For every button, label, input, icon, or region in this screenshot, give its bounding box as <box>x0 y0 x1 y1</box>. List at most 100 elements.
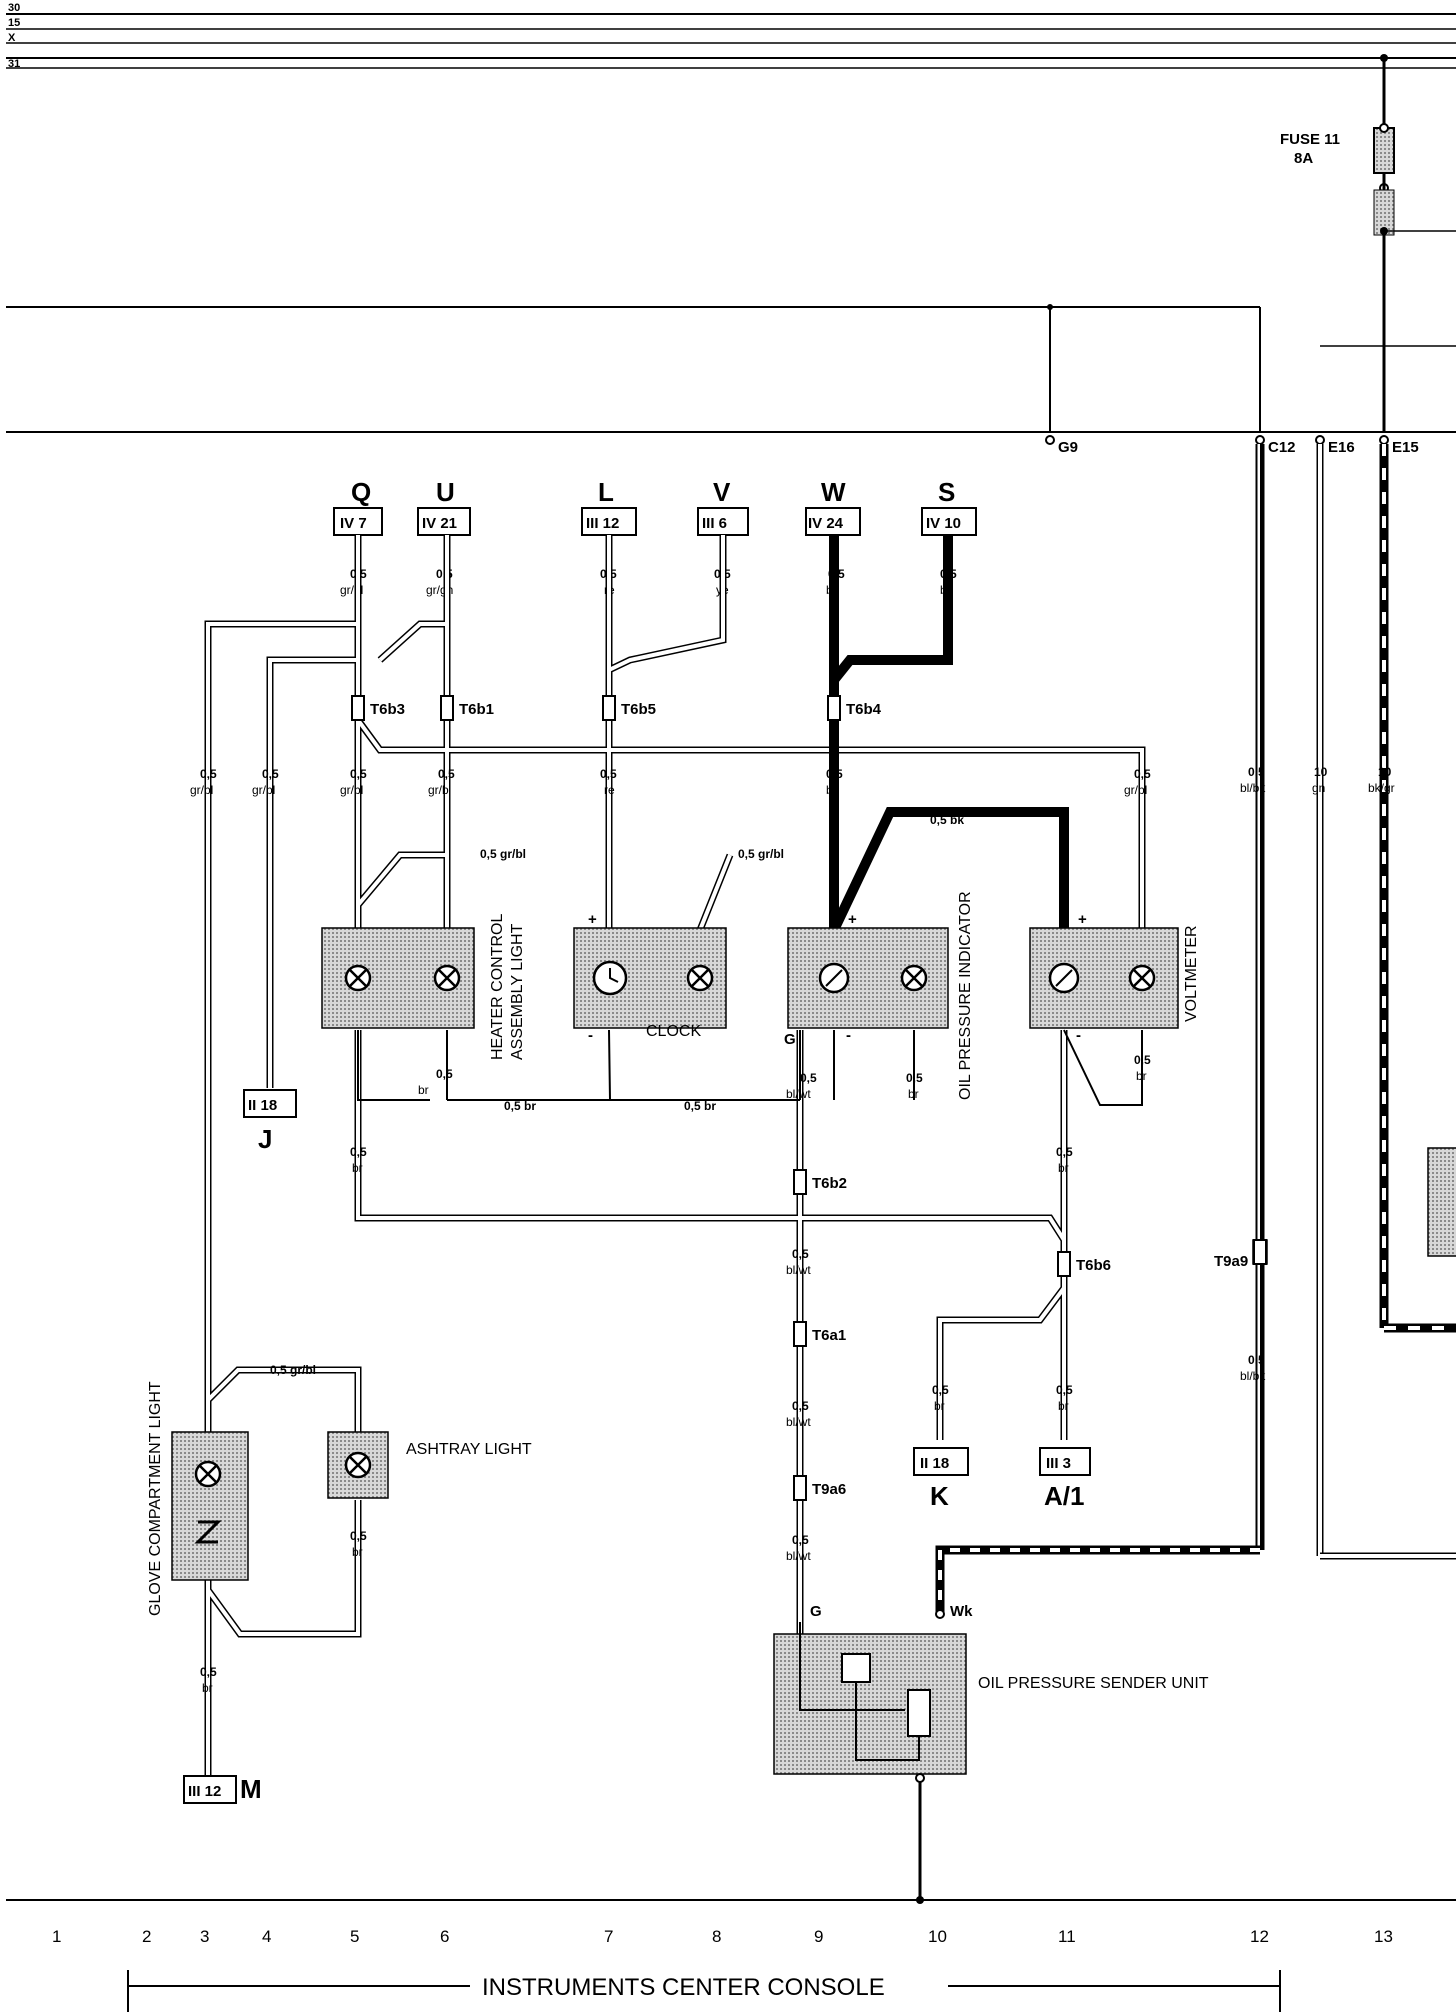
wire-b3-color: br <box>908 1087 919 1101</box>
wire-w5-size: 0,5 <box>600 767 617 781</box>
conn-m-box: III 12 <box>188 1783 221 1800</box>
wire-c12-size: 0,5 <box>1248 765 1265 779</box>
col-5: 5 <box>350 1927 359 1946</box>
volt-minus: - <box>1076 1027 1081 1044</box>
wire-w4-color: gr/bl <box>428 783 451 797</box>
conn-v-letter: V <box>713 477 731 507</box>
wire-b12-color: br <box>1058 1161 1069 1175</box>
wire-w5-color: re <box>604 783 615 797</box>
pin-labels: + - + - G + - G Wk <box>588 911 1087 1620</box>
wire-b6: 0,5 br <box>684 1099 716 1113</box>
voltmeter-label: VOLTMETER <box>1183 925 1200 1022</box>
wire-e15-color: bk/gr <box>1368 781 1395 795</box>
fuse-11: FUSE 11 8A <box>1280 54 1456 432</box>
component-labels: HEATER CONTROL ASSEMBLY LIGHT CLOCK OIL … <box>147 891 1209 1692</box>
wire-e16-size: 10 <box>1314 765 1328 779</box>
wire-w7-color: gr/bl <box>1124 783 1147 797</box>
wire-b8-size: 0,5 <box>1134 1053 1151 1067</box>
glove-compartment-box <box>171 1431 249 1581</box>
conn-q-box: IV 7 <box>340 515 367 532</box>
right-wires: 0,5 bl/bk 10 gn 10 bk/gr T9a9 0,5 bl/bk <box>935 444 1456 1619</box>
wire-w3-size: 0,5 <box>350 767 367 781</box>
wire-w1-size: 0,5 <box>200 767 217 781</box>
footer-title: INSTRUMENTS CENTER CONSOLE <box>482 1974 885 2001</box>
conn-w-letter: W <box>821 477 846 507</box>
conn-m-letter: M <box>240 1774 262 1804</box>
sender-g: G <box>810 1603 822 1620</box>
col-2: 2 <box>142 1927 151 1946</box>
conn-l-letter: L <box>598 477 614 507</box>
conn-w-box: IV 24 <box>808 515 844 532</box>
rail-15-label: 15 <box>8 17 20 29</box>
conn-j-letter: J <box>258 1124 272 1154</box>
wire-h2: 0,5 gr/bl <box>738 847 784 861</box>
wire-w2-size: 0,5 <box>262 767 279 781</box>
wire-a1-size: 0,5 <box>1056 1383 1073 1397</box>
wire-w6-color: bk <box>826 783 840 797</box>
conn-v-box: III 6 <box>702 515 727 532</box>
oil-minus: - <box>846 1027 851 1044</box>
main-wiring <box>204 535 1146 1780</box>
conn-k-box: II 18 <box>920 1455 949 1472</box>
terminal-t9a6: T9a6 <box>812 1481 846 1498</box>
wire-b7-size: 0,5 <box>436 1067 453 1081</box>
wire-b8-color: br <box>1136 1069 1147 1083</box>
wire-b10-color: bl/wt <box>786 1415 811 1429</box>
col-9: 9 <box>814 1927 823 1946</box>
terminal-t6b6: T6b6 <box>1076 1257 1111 1274</box>
col-10: 10 <box>928 1927 947 1946</box>
wire-b10-size: 0,5 <box>792 1399 809 1413</box>
ground-g9: G9 <box>1058 439 1078 456</box>
wire-c12-color: bl/bk <box>1240 781 1266 795</box>
wire-e16-color: gn <box>1312 781 1325 795</box>
junction-terminals <box>351 695 1267 1501</box>
conn-u-letter: U <box>436 477 455 507</box>
ground-e16: E16 <box>1328 439 1355 456</box>
wire-b11-color: bl/wt <box>786 1549 811 1563</box>
wire-g2-size: 0,5 <box>350 1529 367 1543</box>
wire-b5: 0,5 br <box>504 1099 536 1113</box>
clock-plus: + <box>588 911 597 928</box>
wire-b13-size: 0,5 <box>932 1383 949 1397</box>
col-3: 3 <box>200 1927 209 1946</box>
sender-label: OIL PRESSURE SENDER UNIT <box>978 1675 1209 1692</box>
wire-g2-color: br <box>352 1545 363 1559</box>
wire-b9-color: bl/wt <box>786 1263 811 1277</box>
conn-u-box: IV 21 <box>422 515 457 532</box>
wire-h3: 0,5 bk <box>930 813 964 827</box>
wire-g1: 0,5 gr/bl <box>270 1363 316 1377</box>
wire-b11-size: 0,5 <box>792 1533 809 1547</box>
wire-b3-size: 0,5 <box>906 1071 923 1085</box>
wire-w2-color: gr/bl <box>252 783 275 797</box>
rail-x-label: X <box>8 32 16 44</box>
col-4: 4 <box>262 1927 271 1946</box>
wire-b1-size: 0,5 <box>350 1145 367 1159</box>
col-6: 6 <box>440 1927 449 1946</box>
wire-labels: 0,5 gr/bl 0,5 gr/bl 0,5 gr/bl 0,5 gr/bl … <box>190 767 1151 1695</box>
conn-k-letter: K <box>930 1481 949 1511</box>
conn-s-box: IV 10 <box>926 515 961 532</box>
top-connectors: Q IV 7 U IV 21 L III 12 V III 6 W IV 24 … <box>333 477 977 597</box>
rail-31-label: 31 <box>8 58 20 70</box>
bottom-connectors: II 18 J II 18 K III 3 A/1 III 12 M <box>183 1089 1091 1804</box>
conn-a1-box: III 3 <box>1046 1455 1071 1472</box>
terminal-t6a1: T6a1 <box>812 1327 846 1344</box>
ashtray-label: ASHTRAY LIGHT <box>406 1441 532 1458</box>
terminal-t6b5: T6b5 <box>621 701 656 718</box>
terminal-t6b2: T6b2 <box>812 1175 847 1192</box>
heater-label-2: ASSEMBLY LIGHT <box>509 923 526 1060</box>
col-8: 8 <box>712 1927 721 1946</box>
fuse-label: FUSE 11 <box>1280 131 1340 148</box>
wire-a1-color: br <box>1058 1399 1069 1413</box>
wire-g3-color: br <box>202 1681 213 1695</box>
wire-b4: br <box>418 1083 429 1097</box>
wire-b13-color: br <box>934 1399 945 1413</box>
wire-g3-size: 0,5 <box>200 1665 217 1679</box>
conn-a1-letter: A/1 <box>1044 1481 1084 1511</box>
col-11: 11 <box>1058 1927 1076 1946</box>
col-13: 13 <box>1374 1927 1393 1946</box>
ground-e15: E15 <box>1392 439 1419 456</box>
ground-c12: C12 <box>1268 439 1296 456</box>
wire-b2-color: bl/wt <box>786 1087 811 1101</box>
